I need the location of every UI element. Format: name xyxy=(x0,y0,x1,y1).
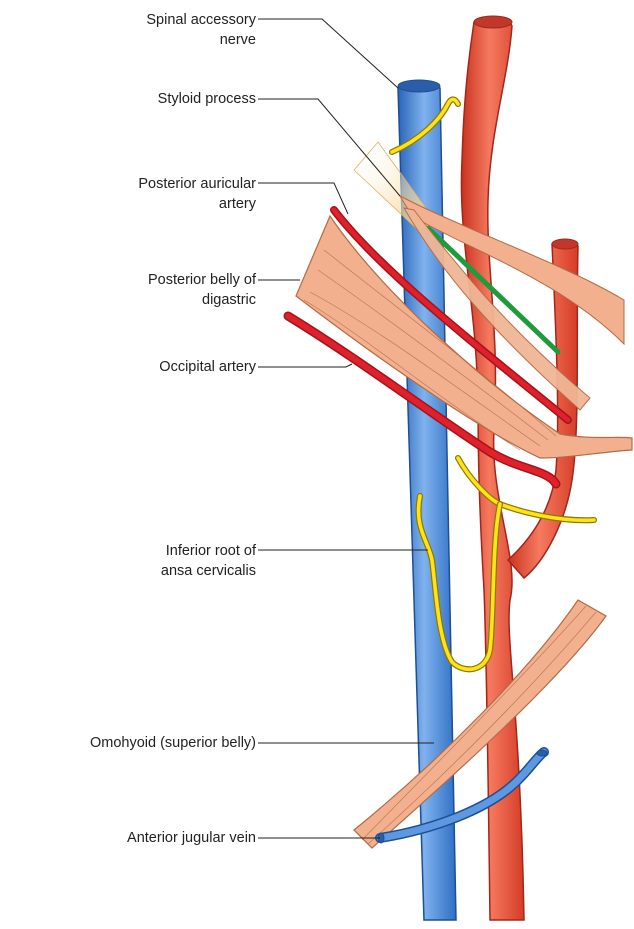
internal-carotid-opening xyxy=(552,239,578,249)
label-spinal-accessory-nerve: Spinal accessory nerve xyxy=(146,10,256,50)
label-posterior-belly-digastric: Posterior belly of digastric xyxy=(148,270,256,310)
label-posterior-auricular-artery: Posterior auricular artery xyxy=(138,174,256,214)
label-occipital-artery: Occipital artery xyxy=(159,357,256,377)
label-inferior-root-ansa: Inferior root of ansa cervicalis xyxy=(161,541,256,581)
carotid-top-opening xyxy=(474,16,512,28)
label-styloid-process: Styloid process xyxy=(158,89,256,109)
label-anterior-jugular-vein: Anterior jugular vein xyxy=(127,828,256,848)
label-omohyoid: Omohyoid (superior belly) xyxy=(90,733,256,753)
vein-top-opening xyxy=(398,80,440,92)
